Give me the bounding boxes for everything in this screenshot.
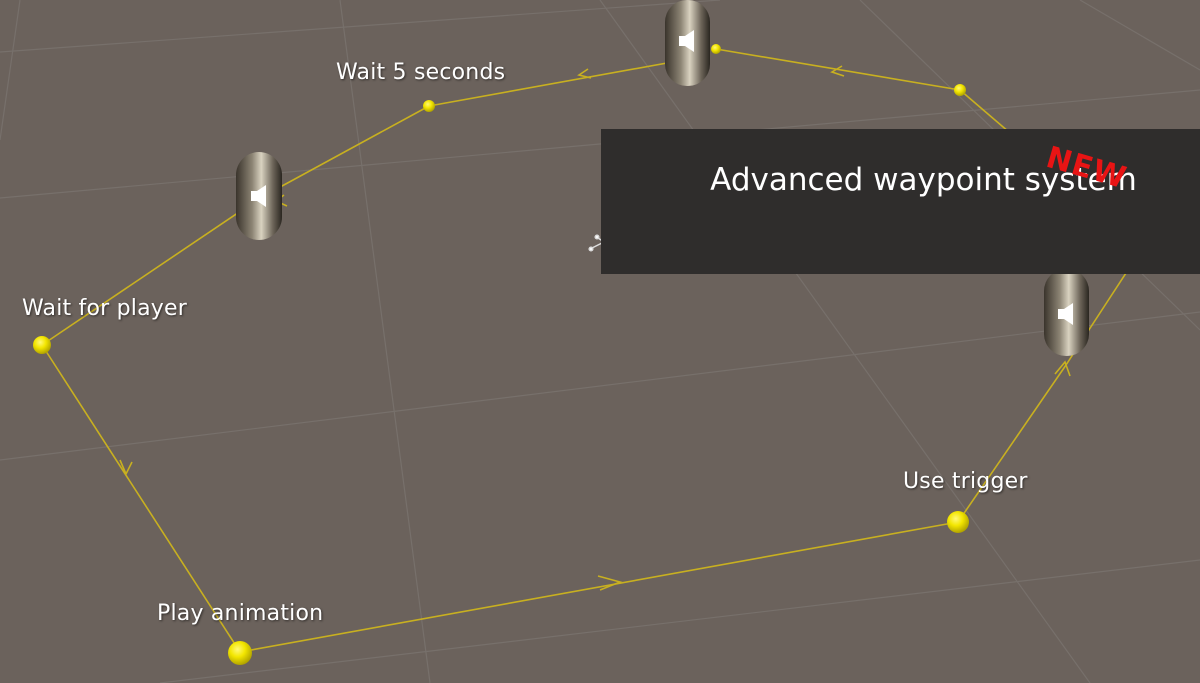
arrow-icon xyxy=(577,68,592,79)
waypoint-marker-small[interactable] xyxy=(954,84,966,96)
capsule-speaker-icon xyxy=(251,185,266,207)
feature-banner: Advanced waypoint system xyxy=(601,129,1200,274)
capsule-agent[interactable] xyxy=(1044,269,1089,356)
capsule-speaker-icon xyxy=(1058,303,1073,325)
waypoint-marker-small[interactable] xyxy=(711,44,721,54)
waypoint-wait-5-seconds[interactable] xyxy=(423,100,435,112)
capsule-speaker-icon xyxy=(679,30,694,52)
capsule-agent[interactable] xyxy=(236,152,282,240)
arrow-icon xyxy=(119,459,133,476)
waypoint-play-animation[interactable] xyxy=(228,641,252,665)
arrow-icon xyxy=(597,575,623,591)
arrow-icon xyxy=(830,65,845,77)
arrow-icon xyxy=(1054,360,1071,377)
waypoint-wait-for-player[interactable] xyxy=(33,336,51,354)
waypoint-use-trigger[interactable] xyxy=(947,511,969,533)
label-wait-5-seconds: Wait 5 seconds xyxy=(336,60,506,85)
label-use-trigger: Use trigger xyxy=(903,469,1028,494)
label-wait-for-player: Wait for player xyxy=(22,296,187,321)
banner-title: Advanced waypoint system xyxy=(710,162,1137,198)
capsule-agent[interactable] xyxy=(665,0,710,86)
label-play-animation: Play animation xyxy=(157,601,324,626)
